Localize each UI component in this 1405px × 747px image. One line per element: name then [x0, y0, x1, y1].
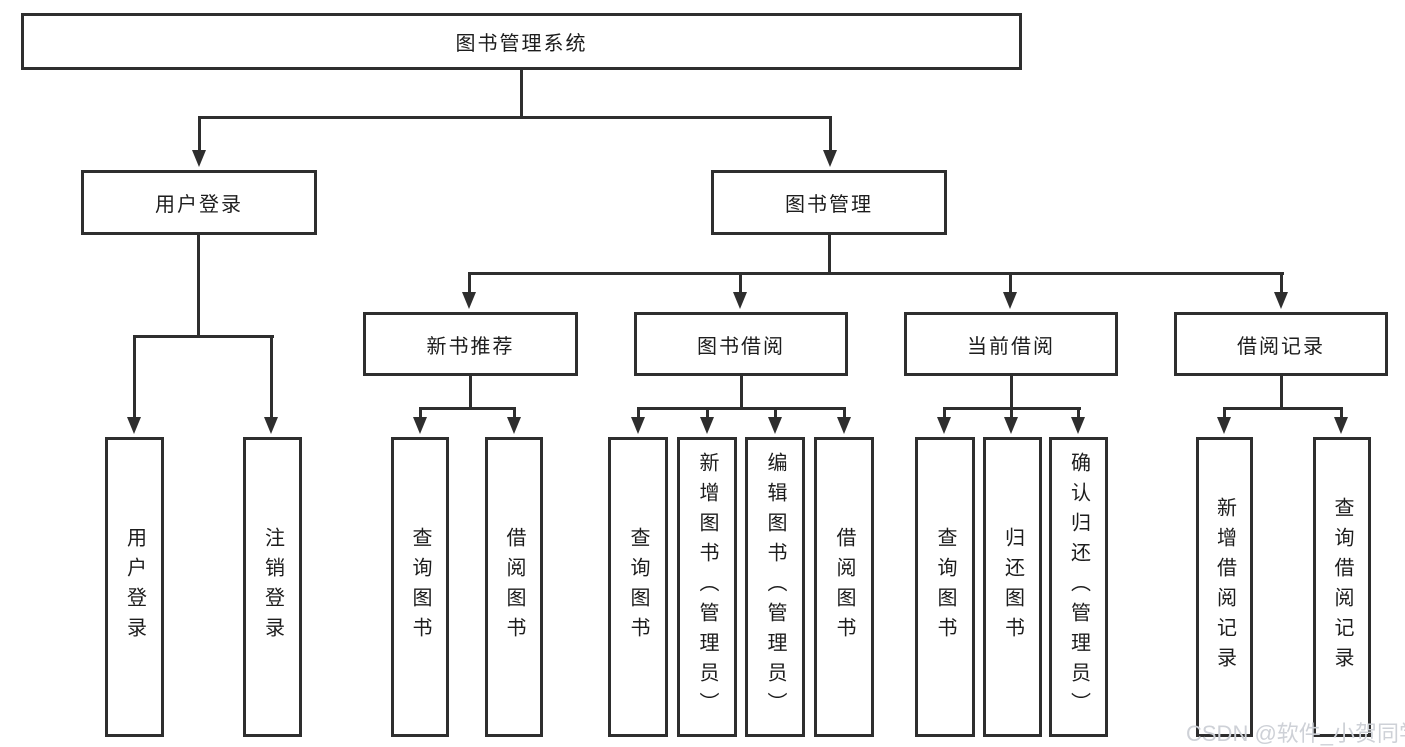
- connector-vline: [197, 117, 201, 152]
- leaf-borrow-books-recommend: 借阅图书: [485, 437, 543, 737]
- leaf-add-books-admin: 新增图书（管理员）: [677, 437, 737, 737]
- connector-vline: [1076, 408, 1080, 418]
- node-root-system: 图书管理系统: [21, 13, 1022, 70]
- node-current-borrow: 当前借阅: [904, 312, 1118, 376]
- node-user-login-label: 用户登录: [155, 194, 243, 216]
- connector-hline: [197, 115, 832, 119]
- connector-vline: [705, 408, 709, 418]
- node-borrow-records-label: 借阅记录: [1237, 335, 1325, 358]
- arrow-down-icon: [1004, 417, 1018, 434]
- connector-vline: [467, 273, 471, 294]
- leaf-edit-books-admin-label: 编辑图书（管理员）: [764, 452, 786, 722]
- arrow-down-icon: [733, 292, 747, 309]
- connector-hline: [418, 406, 516, 410]
- node-borrow-records: 借阅记录: [1174, 312, 1388, 376]
- node-book-borrow-label: 图书借阅: [697, 335, 785, 358]
- arrow-down-icon: [462, 292, 476, 309]
- arrow-down-icon: [264, 417, 278, 434]
- arrow-down-icon: [631, 417, 645, 434]
- leaf-user-login-label: 用户登录: [123, 527, 146, 647]
- connector-vline: [519, 70, 523, 118]
- connector-vline: [1009, 376, 1013, 409]
- leaf-borrow-books: 借阅图书: [814, 437, 874, 737]
- arrow-down-icon: [1334, 417, 1348, 434]
- leaf-logout-login-label: 注销登录: [261, 527, 284, 647]
- leaf-confirm-return-admin-label: 确认归还（管理员）: [1067, 452, 1090, 722]
- connector-vline: [636, 408, 640, 418]
- connector-vline: [418, 408, 422, 418]
- arrow-down-icon: [1071, 417, 1085, 434]
- leaf-query-books-current: 查询图书: [915, 437, 975, 737]
- connector-hline: [636, 406, 846, 410]
- arrow-down-icon: [837, 417, 851, 434]
- connector-vline: [738, 273, 742, 294]
- leaf-return-books: 归还图书: [983, 437, 1042, 737]
- arrow-down-icon: [127, 417, 141, 434]
- leaf-query-books-recommend: 查询图书: [391, 437, 449, 737]
- node-book-borrow: 图书借阅: [634, 312, 848, 376]
- arrow-down-icon: [1274, 292, 1288, 309]
- leaf-add-borrow-record-label: 新增借阅记录: [1213, 497, 1236, 677]
- leaf-query-borrow-record: 查询借阅记录: [1313, 437, 1371, 737]
- connector-vline: [468, 376, 472, 409]
- arrow-down-icon: [507, 417, 521, 434]
- connector-vline: [1279, 273, 1283, 294]
- leaf-user-login: 用户登录: [105, 437, 164, 737]
- connector-hline: [467, 271, 1284, 275]
- connector-vline: [269, 336, 273, 420]
- leaf-add-borrow-record: 新增借阅记录: [1196, 437, 1253, 737]
- leaf-borrow-books-recommend-label: 借阅图书: [503, 527, 525, 647]
- connector-vline: [1222, 408, 1226, 418]
- leaf-return-books-label: 归还图书: [1001, 527, 1024, 647]
- connector-vline: [132, 336, 136, 420]
- connector-vline: [1279, 376, 1283, 409]
- arrow-down-icon: [1217, 417, 1231, 434]
- connector-vline: [1339, 408, 1343, 418]
- leaf-edit-books-admin: 编辑图书（管理员）: [745, 437, 805, 737]
- connector-vline: [828, 117, 832, 152]
- leaf-query-borrow-record-label: 查询借阅记录: [1331, 497, 1353, 677]
- connector-vline: [1008, 273, 1012, 294]
- node-book-management-label: 图书管理: [785, 194, 873, 216]
- arrow-down-icon: [768, 417, 782, 434]
- leaf-confirm-return-admin: 确认归还（管理员）: [1049, 437, 1108, 737]
- leaf-query-books-borrow-label: 查询图书: [627, 527, 649, 647]
- leaf-logout-login: 注销登录: [243, 437, 302, 737]
- leaf-borrow-books-label: 借阅图书: [833, 527, 855, 647]
- node-book-management: 图书管理: [711, 170, 947, 235]
- connector-vline: [196, 235, 200, 337]
- csdn-watermark: CSDN @软件_小贺同学: [1186, 721, 1405, 746]
- leaf-add-books-admin-label: 新增图书（管理员）: [696, 452, 718, 722]
- arrow-down-icon: [192, 150, 206, 167]
- connector-vline: [1009, 408, 1013, 418]
- node-new-book-recommend-label: 新书推荐: [426, 335, 515, 358]
- arrow-down-icon: [1003, 292, 1017, 309]
- leaf-query-books-borrow: 查询图书: [608, 437, 668, 737]
- connector-hline: [132, 334, 274, 338]
- node-root-label: 图书管理系统: [455, 33, 588, 55]
- connector-vline: [842, 408, 846, 418]
- connector-vline: [773, 408, 777, 418]
- arrow-down-icon: [823, 150, 837, 167]
- node-current-borrow-label: 当前借阅: [967, 335, 1055, 358]
- connector-vline: [827, 235, 831, 274]
- arrow-down-icon: [937, 417, 951, 434]
- connector-vline: [512, 408, 516, 418]
- node-user-login: 用户登录: [81, 170, 317, 235]
- arrow-down-icon: [700, 417, 714, 434]
- connector-vline: [739, 376, 743, 409]
- arrow-down-icon: [413, 417, 427, 434]
- leaf-query-books-recommend-label: 查询图书: [409, 527, 431, 647]
- leaf-query-books-current-label: 查询图书: [934, 527, 956, 647]
- node-new-book-recommend: 新书推荐: [363, 312, 578, 376]
- connector-hline: [1222, 406, 1343, 410]
- connector-vline: [942, 408, 946, 418]
